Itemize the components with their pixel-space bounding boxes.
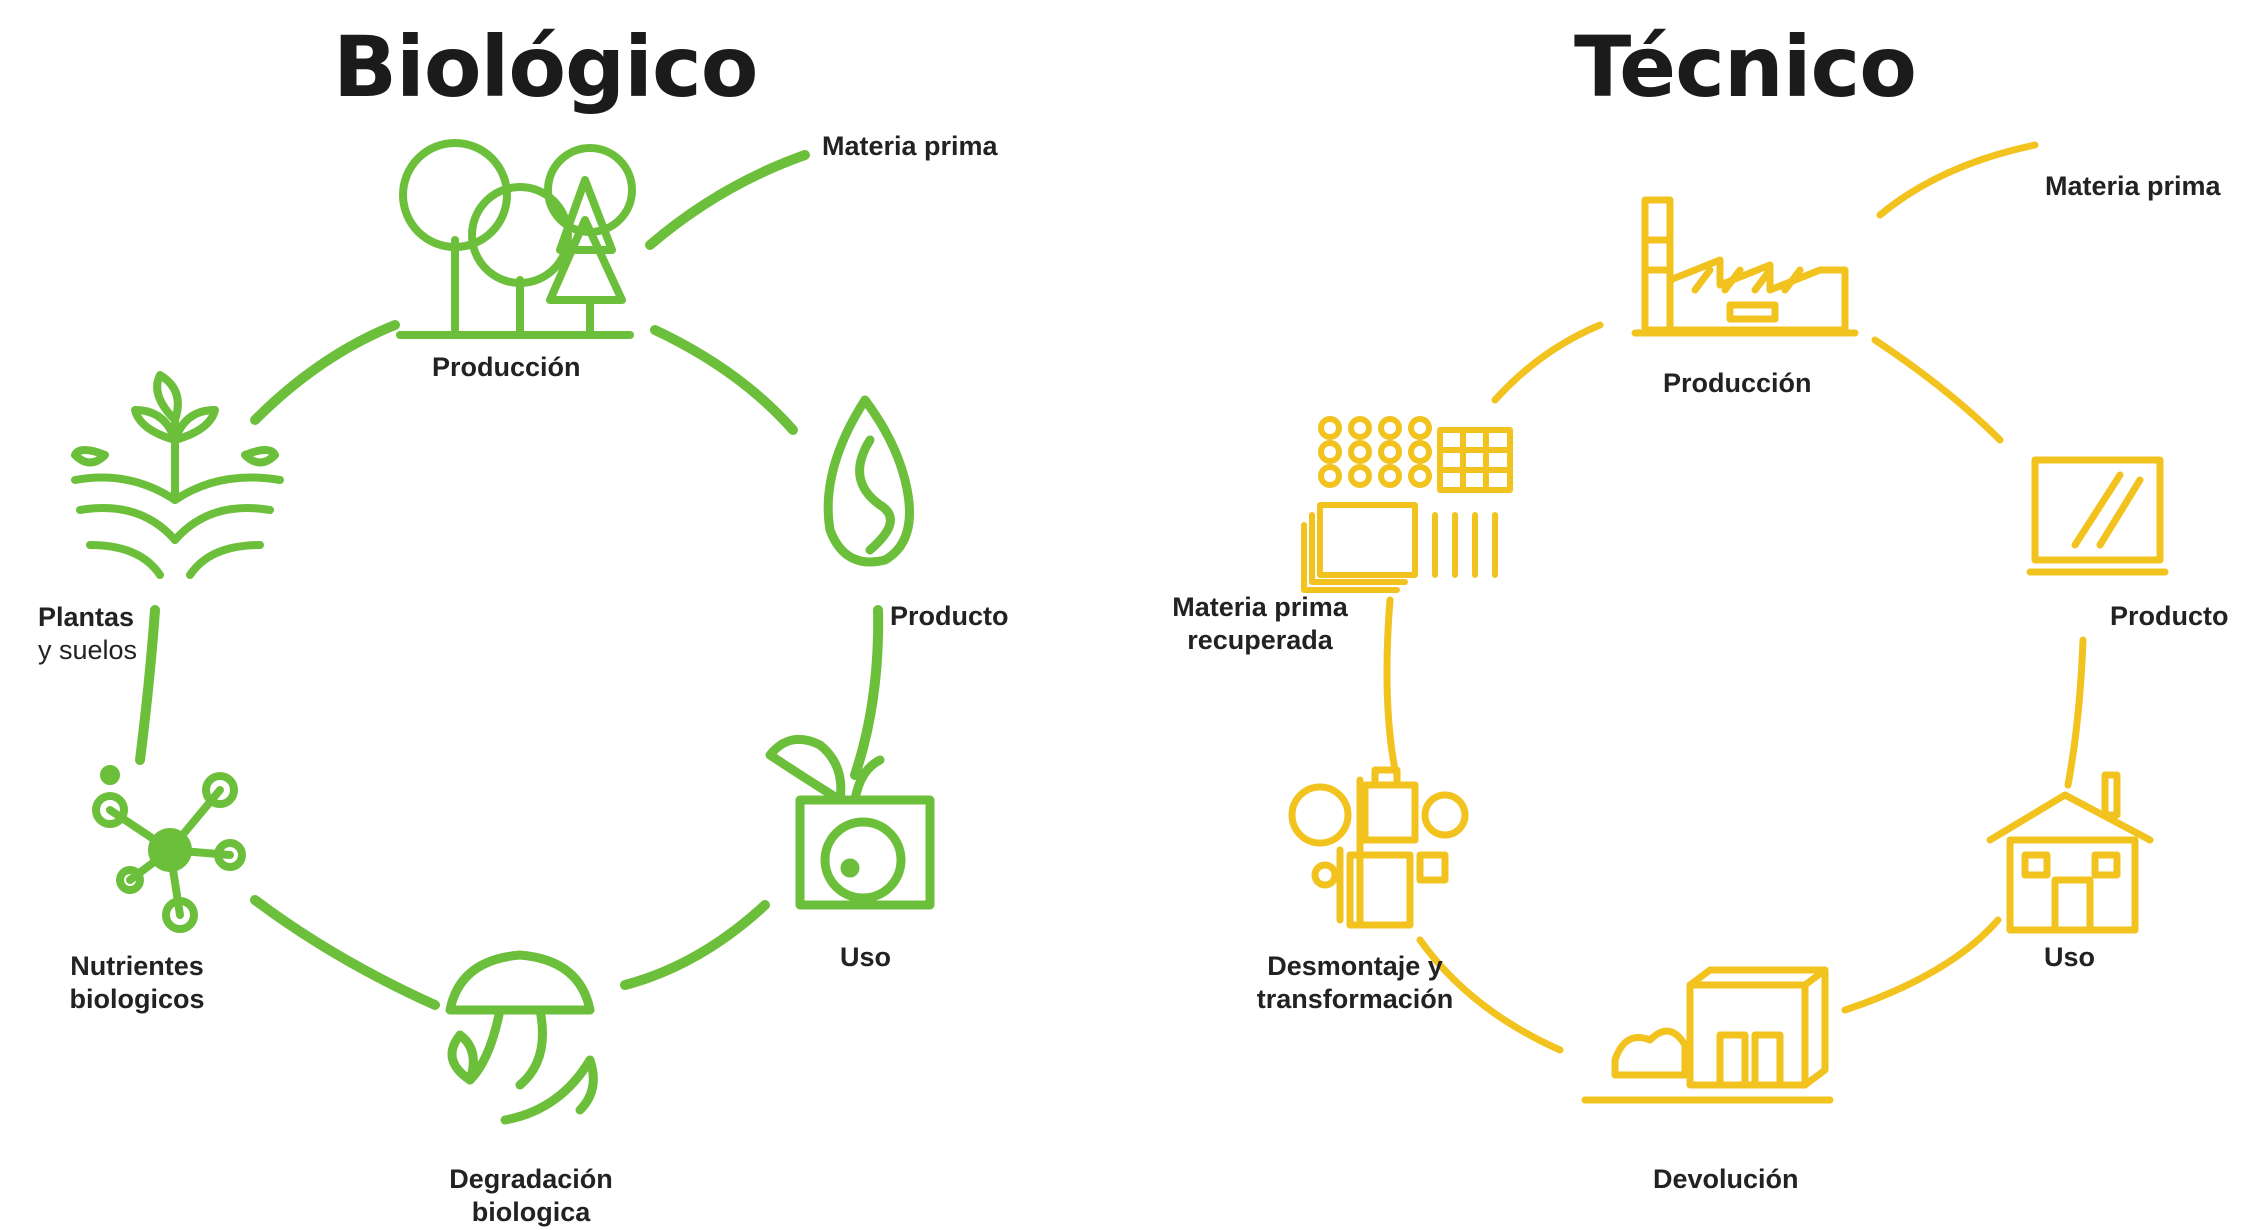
materials-icon bbox=[1301, 416, 1513, 593]
tec-label-desmontaje-line1: Desmontaje y bbox=[1267, 951, 1443, 981]
factory-icon bbox=[1631, 196, 1859, 337]
monitor-icon bbox=[2026, 456, 2169, 576]
bio-label-nutrientes-line2: biologicos bbox=[69, 984, 205, 1014]
bio-label-nutrientes-line1: Nutrientes bbox=[70, 951, 204, 981]
tec-label-producto: Producto bbox=[2110, 601, 2229, 631]
technical-title: Técnico bbox=[1574, 18, 1917, 116]
bio-label-plantas-line1: Plantas bbox=[38, 602, 135, 632]
tec-label-recuperada: Materia prima recuperada bbox=[1160, 591, 1360, 657]
bio-label-producto: Producto bbox=[890, 601, 1009, 631]
bio-label-degradacion-line1: Degradación bbox=[449, 1164, 613, 1194]
technical-cycle-diagram bbox=[1288, 141, 2169, 1104]
tec-arc-desmontaje-recuperada bbox=[1383, 596, 1399, 774]
bio-label-plantas-line2: y suelos bbox=[38, 635, 138, 665]
biological-cycle-diagram bbox=[71, 139, 935, 1125]
tec-arc-materia-prima bbox=[1876, 141, 2039, 219]
bio-label-plantas: Plantas y suelos bbox=[38, 601, 137, 667]
trees-icon bbox=[396, 139, 636, 339]
bio-arc-nutrientes-plantas bbox=[135, 605, 160, 765]
tec-label-recuperada-line1: Materia prima bbox=[1172, 592, 1348, 622]
tec-arc-produccion-producto bbox=[1871, 336, 2004, 444]
bio-label-materia-prima: Materia prima bbox=[822, 131, 998, 161]
technical-cycle-panel: Técnico bbox=[1120, 0, 2249, 1230]
bio-label-uso: Uso bbox=[840, 942, 892, 972]
biological-cycle-panel: Biológico bbox=[0, 0, 1120, 1230]
tec-label-devolucion: Devolución bbox=[1653, 1164, 1799, 1194]
mushroom-icon bbox=[445, 950, 598, 1125]
tec-arc-producto-uso bbox=[2064, 636, 2087, 789]
bio-arc-degradacion-nutrientes bbox=[250, 895, 440, 1010]
bio-arc-produccion-producto bbox=[650, 325, 798, 435]
tec-label-uso: Uso bbox=[2044, 942, 2096, 972]
store-icon bbox=[1581, 966, 1834, 1104]
bio-arc-producto-uso bbox=[850, 605, 884, 780]
bio-label-degradacion-line2: biologica bbox=[471, 1197, 591, 1227]
tec-arc-recuperada-produccion bbox=[1491, 321, 1604, 404]
seed-icon bbox=[823, 395, 914, 567]
house-icon bbox=[1986, 771, 2154, 934]
tec-label-materia-prima: Materia prima bbox=[2045, 171, 2221, 201]
bio-arc-uso-degradacion bbox=[620, 900, 770, 990]
machinery-icon bbox=[1288, 766, 1469, 929]
tec-label-recuperada-line2: recuperada bbox=[1187, 625, 1333, 655]
bio-arc-materia-prima bbox=[645, 150, 810, 250]
tec-label-desmontaje-line2: transformación bbox=[1256, 984, 1454, 1014]
tec-label-desmontaje: Desmontaje y transformación bbox=[1245, 950, 1465, 1016]
bio-label-degradacion: Degradación biologica bbox=[436, 1163, 626, 1229]
sprout-icon bbox=[71, 371, 284, 579]
molecule-icon bbox=[92, 765, 246, 933]
tec-arc-uso-devolucion bbox=[1841, 916, 2002, 1014]
bio-arc-plantas-produccion bbox=[250, 320, 400, 425]
tec-label-produccion: Producción bbox=[1663, 368, 1812, 398]
tec-arc-devolucion-desmontaje bbox=[1416, 936, 1564, 1054]
bio-label-nutrientes: Nutrientes biologicos bbox=[52, 950, 222, 1016]
bio-label-produccion: Producción bbox=[432, 352, 581, 382]
apple-box-icon bbox=[765, 734, 935, 910]
biological-title: Biológico bbox=[333, 18, 758, 116]
